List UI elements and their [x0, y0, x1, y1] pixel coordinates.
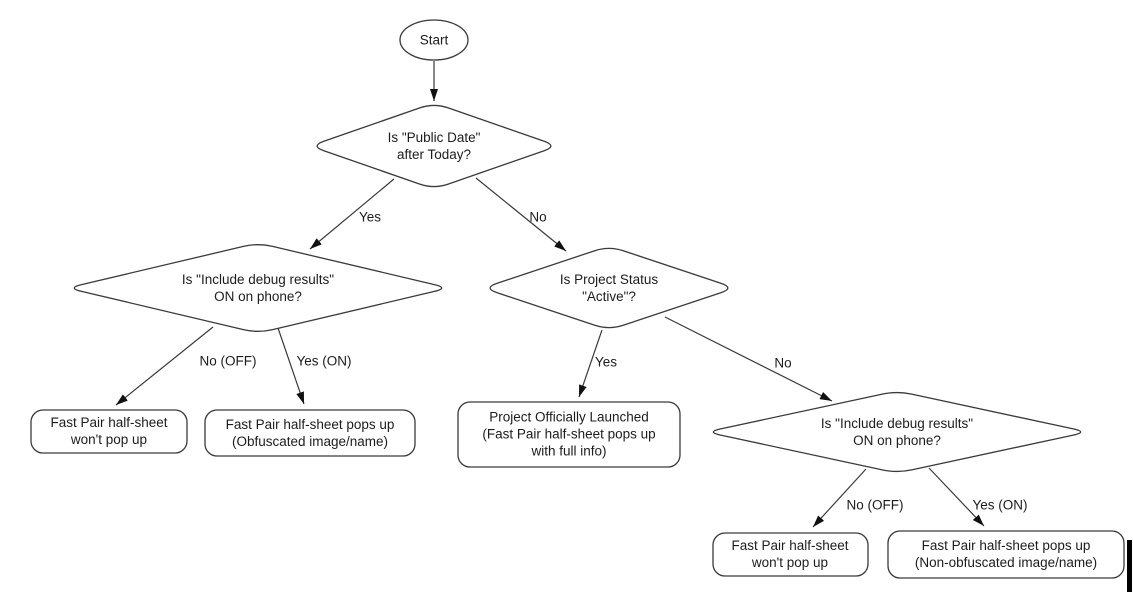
decision-debug-right-line2: ON on phone? [853, 433, 941, 448]
result-no-popup-left-line1: Fast Pair half-sheet [50, 415, 168, 430]
decision-debug-left-label: Is "Include debug results" ON on phone? [182, 271, 334, 305]
edge-label-public-date-no: No [529, 209, 547, 225]
edge-label-debug-left-no-off: No (OFF) [199, 353, 257, 369]
start-node-shape [399, 19, 469, 61]
decision-debug-right-label: Is "Include debug results" ON on phone? [821, 415, 973, 449]
result-launched-line1: Project Officially Launched [489, 409, 649, 425]
result-obfuscated-label: Fast Pair half-sheet pops up (Obfuscated… [226, 416, 395, 450]
text-cursor-artifact [1127, 540, 1132, 592]
start-text: Start [419, 32, 449, 48]
decision-public-date-label: Is "Public Date" after Today? [388, 129, 481, 163]
result-launched-label: Project Officially Launched (Fast Pair h… [482, 409, 655, 460]
decision-debug-left-line2: ON on phone? [214, 289, 302, 304]
decision-project-status-line2: "Active"? [582, 289, 636, 304]
arrow-debug-left-no-off [115, 326, 214, 406]
edge-label-status-yes: Yes [594, 354, 618, 370]
arrow-public-date-no [475, 177, 567, 252]
edge-label-debug-left-yes-on: Yes (ON) [296, 353, 352, 369]
result-obfuscated-shape [204, 409, 416, 457]
result-no-popup-left-line2: won't pop up [70, 432, 148, 447]
arrow-status-yes [578, 329, 603, 398]
decision-public-date-line2: after Today? [396, 147, 472, 162]
result-non-obfuscated-line1: Fast Pair half-sheet pops up [921, 538, 1091, 553]
result-no-popup-left-shape [30, 409, 188, 454]
edge-label-debug-right-yes-on: Yes (ON) [972, 497, 1028, 513]
result-obfuscated-line2: (Obfuscated image/name) [231, 434, 389, 449]
edge-label-public-date-yes: Yes [358, 209, 382, 225]
arrow-debug-right-no-off [812, 468, 867, 528]
result-launched-shape [457, 401, 681, 468]
result-obfuscated-line1: Fast Pair half-sheet pops up [225, 417, 395, 432]
decision-project-status-label: Is Project Status "Active"? [560, 271, 658, 305]
result-no-popup-right-line2: won't pop up [751, 555, 829, 570]
arrow-debug-right-yes-on [928, 467, 985, 527]
arrow-debug-left-yes-on [277, 327, 305, 405]
start-node-label: Start [420, 32, 449, 49]
result-no-popup-right-line1: Fast Pair half-sheet [731, 538, 849, 553]
decision-debug-left-line1: Is "Include debug results" [181, 272, 335, 287]
decision-project-status-line1: Is Project Status [559, 272, 659, 287]
decision-project-status-shape [489, 247, 729, 329]
arrow-status-no [664, 316, 833, 402]
decision-debug-right-line1: Is "Include debug results" [820, 416, 974, 431]
decision-public-date-line1: Is "Public Date" [387, 130, 481, 145]
decision-debug-left-shape [73, 244, 443, 332]
result-non-obfuscated-shape [887, 530, 1125, 579]
result-no-popup-right-shape [712, 532, 869, 577]
decision-debug-right-shape [712, 391, 1082, 473]
result-no-popup-left-label: Fast Pair half-sheet won't pop up [50, 414, 167, 448]
result-non-obfuscated-line2: (Non-obfuscated image/name) [914, 555, 1098, 570]
result-no-popup-right-label: Fast Pair half-sheet won't pop up [731, 537, 848, 571]
decision-public-date-shape [316, 104, 552, 188]
result-launched-line3: with full info) [531, 443, 607, 459]
result-launched-line2: (Fast Pair half-sheet pops up [482, 426, 656, 442]
edge-label-status-no: No [774, 355, 792, 371]
edge-label-debug-right-no-off: No (OFF) [846, 497, 904, 513]
arrow-public-date-yes [309, 178, 395, 250]
result-non-obfuscated-label: Fast Pair half-sheet pops up (Non-obfusc… [915, 537, 1097, 571]
